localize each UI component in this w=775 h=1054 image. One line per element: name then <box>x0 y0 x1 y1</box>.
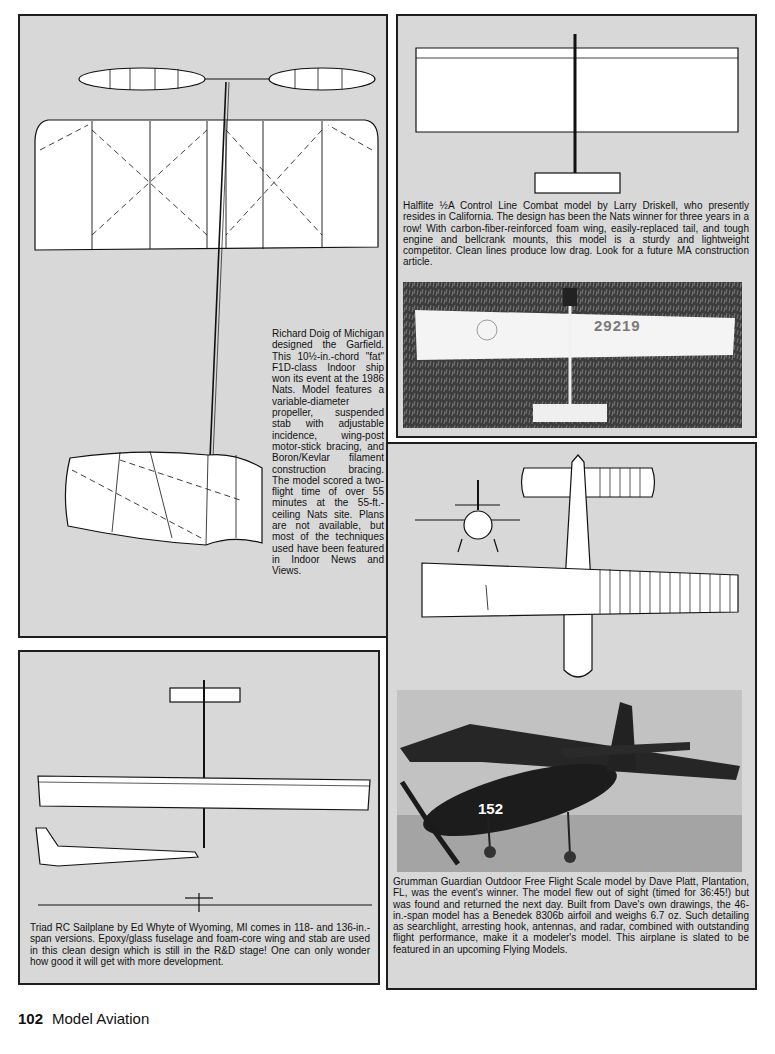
guardian-drawing <box>522 468 655 497</box>
sailplane-drawing <box>36 680 372 912</box>
panel-ground <box>18 650 380 985</box>
f1d-drawing <box>79 68 205 90</box>
combat-photo <box>403 282 742 428</box>
panel-ground <box>396 14 757 438</box>
combat-photo <box>563 288 577 306</box>
sailplane-drawing <box>185 897 213 898</box>
guardian-photo <box>606 702 636 772</box>
guardian-drawing <box>600 468 640 497</box>
sailplane-drawing <box>38 776 370 810</box>
guardian-drawing <box>458 539 498 552</box>
article-panel: Richard Doig of Michigan designed the Ga… <box>18 14 388 638</box>
caption-text: Triad RC Sailplane by Ed Whyte of Wyomin… <box>30 922 370 967</box>
sailplane-drawing <box>38 782 370 786</box>
guardian-drawing <box>415 455 738 677</box>
guardian-photo <box>488 812 570 855</box>
guardian-drawing <box>464 511 492 539</box>
f1d-drawing <box>210 82 226 458</box>
guardian-photo <box>564 851 576 863</box>
f1d-drawing <box>205 78 270 79</box>
article-panel: Halflite ½A Control Line Combat model by… <box>396 14 757 438</box>
caption-block: Triad RC Sailplane by Ed Whyte of Wyomin… <box>30 922 370 967</box>
combat-photo <box>477 320 497 340</box>
combat-drawing <box>574 34 577 178</box>
panel-ground <box>386 442 757 990</box>
guardian-drawing <box>455 504 500 505</box>
sailplane-drawing <box>36 828 198 866</box>
guardian-photo <box>397 690 742 872</box>
caption-block: Halflite ½A Control Line Combat model by… <box>403 200 749 268</box>
guardian-photo <box>560 742 690 758</box>
combat-photo <box>569 300 572 408</box>
f1d-drawing <box>35 120 378 250</box>
article-panel: Grumman Guardian Outdoor Free Flight Sca… <box>386 442 757 990</box>
f1d-drawing <box>213 82 229 458</box>
panel-ground <box>18 14 757 990</box>
guardian-photo <box>402 782 458 864</box>
page-footer: 102 <box>18 1010 43 1027</box>
f1d-drawing <box>40 125 372 235</box>
sailplane-drawing <box>198 893 199 912</box>
guardian-drawing <box>422 563 738 617</box>
f1d-drawing <box>65 452 262 545</box>
panel-ground <box>18 14 388 638</box>
caption-text: Grumman Guardian Outdoor Free Flight Sca… <box>393 876 749 955</box>
caption-block: Grumman Guardian Outdoor Free Flight Sca… <box>393 876 749 955</box>
page-footer: Model Aviation <box>52 1010 149 1027</box>
combat-drawing <box>416 34 738 193</box>
guardian-photo <box>417 749 624 851</box>
combat-drawing <box>416 48 738 132</box>
f1d-drawing <box>72 460 240 540</box>
sailplane-drawing <box>38 904 372 905</box>
f1d-drawing <box>92 121 322 249</box>
sailplane-drawing <box>203 680 205 848</box>
photo-marking: 152 <box>478 800 503 817</box>
combat-photo <box>415 310 735 360</box>
combat-drawing <box>535 173 620 193</box>
caption-text: Richard Doig of Michigan designed the Ga… <box>272 328 384 577</box>
guardian-drawing <box>600 569 730 614</box>
caption-text: Halflite ½A Control Line Combat model by… <box>403 200 749 268</box>
guardian-drawing <box>486 585 488 610</box>
photo-marking: 29219 <box>594 317 641 334</box>
f1d-drawing <box>112 451 236 545</box>
f1d-drawing <box>269 68 375 90</box>
combat-photo <box>403 282 742 428</box>
guardian-photo <box>484 846 496 858</box>
combat-photo <box>533 404 607 422</box>
guardian-photo <box>397 690 742 872</box>
caption-block: Richard Doig of Michigan designed the Ga… <box>272 328 384 577</box>
guardian-drawing <box>564 455 592 677</box>
combat-drawing <box>416 58 738 59</box>
article-panel: Triad RC Sailplane by Ed Whyte of Wyomin… <box>18 650 380 985</box>
